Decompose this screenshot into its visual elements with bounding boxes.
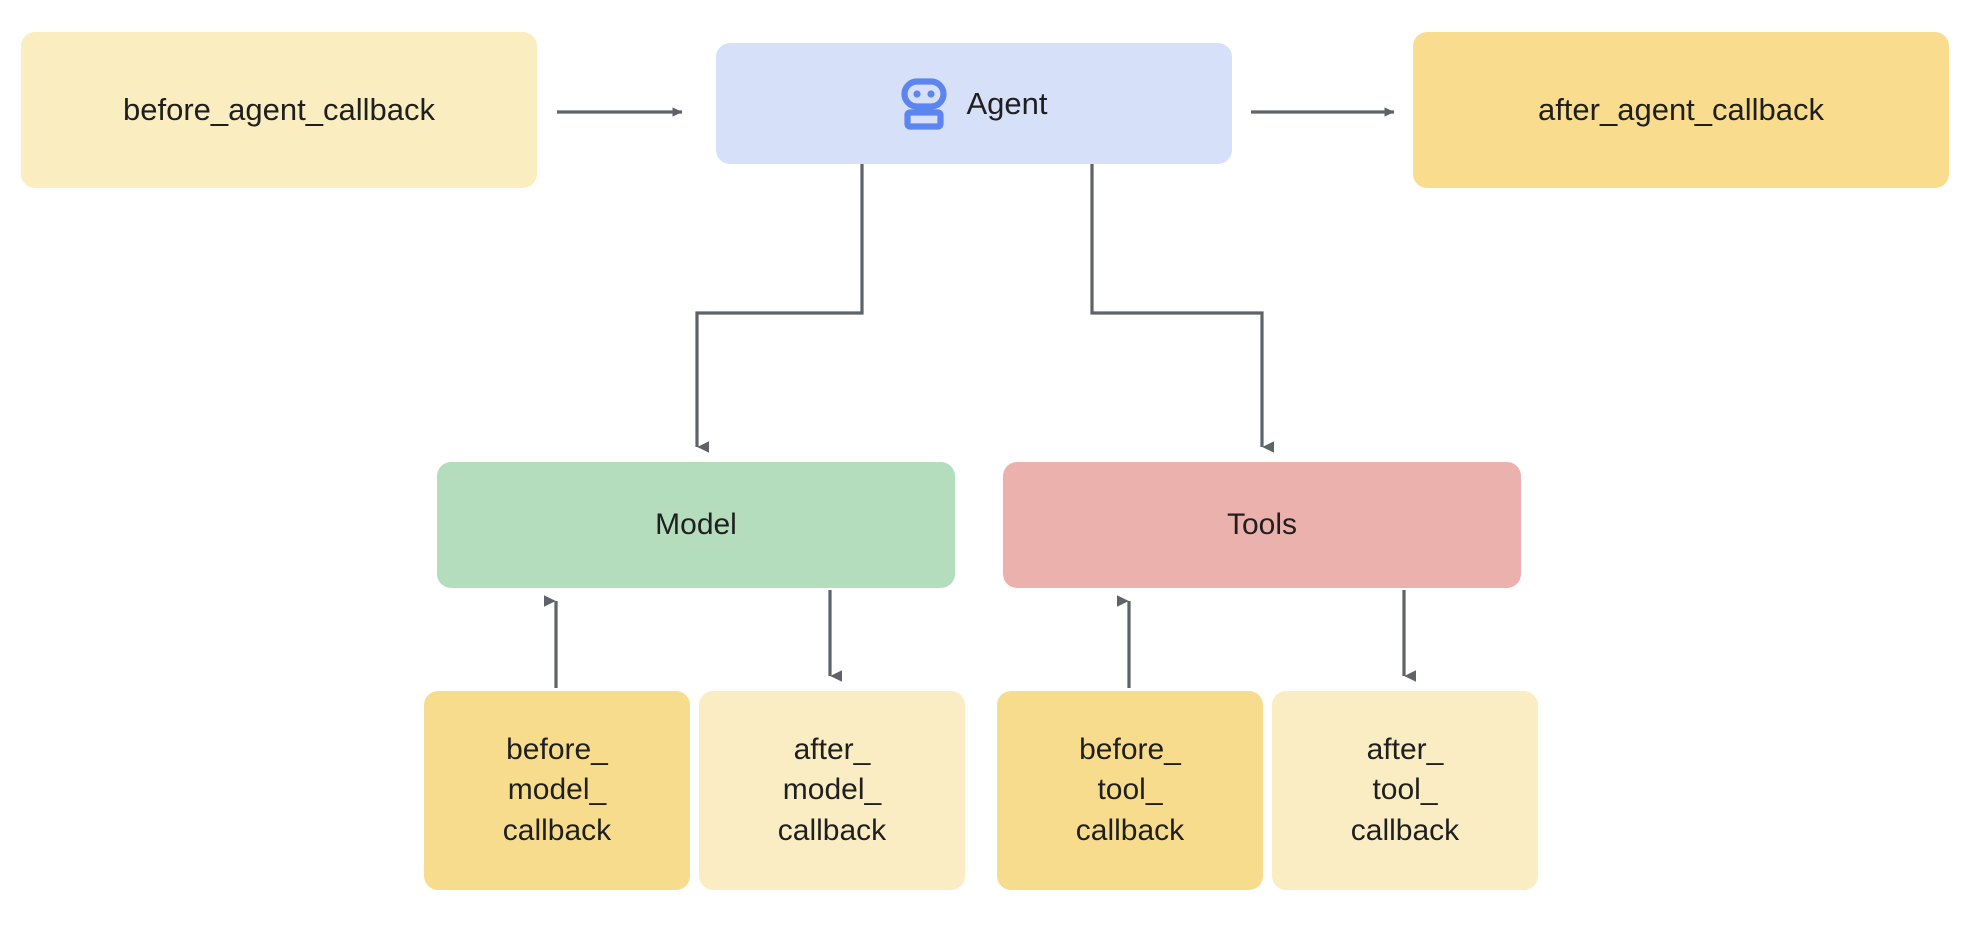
node-agent[interactable]: Agent bbox=[716, 43, 1232, 164]
node-after-tool-callback[interactable]: after_ tool_ callback bbox=[1272, 691, 1538, 890]
node-label: after_agent_callback bbox=[1537, 92, 1825, 128]
robot-icon bbox=[900, 77, 948, 130]
node-label: Tools bbox=[1226, 507, 1298, 541]
node-label: Agent bbox=[966, 85, 1048, 121]
node-before-model-callback[interactable]: before_ model_ callback bbox=[424, 691, 690, 890]
node-tools[interactable]: Tools bbox=[1003, 462, 1521, 588]
node-label: before_ tool_ callback bbox=[1075, 732, 1185, 847]
node-before-agent-callback[interactable]: before_agent_callback bbox=[21, 32, 537, 188]
edge-agent-to-tools bbox=[1090, 164, 1275, 453]
node-after-model-callback[interactable]: after_ model_ callback bbox=[699, 691, 965, 890]
node-model[interactable]: Model bbox=[437, 462, 955, 588]
node-label: Model bbox=[655, 507, 737, 541]
edge-agent-to-model bbox=[695, 164, 864, 453]
node-label: before_ model_ callback bbox=[502, 732, 612, 847]
node-label: after_ model_ callback bbox=[777, 732, 887, 847]
node-after-agent-callback[interactable]: after_agent_callback bbox=[1413, 32, 1949, 188]
node-before-tool-callback[interactable]: before_ tool_ callback bbox=[997, 691, 1263, 890]
node-label: before_agent_callback bbox=[123, 92, 435, 128]
node-label: after_ tool_ callback bbox=[1350, 732, 1460, 847]
